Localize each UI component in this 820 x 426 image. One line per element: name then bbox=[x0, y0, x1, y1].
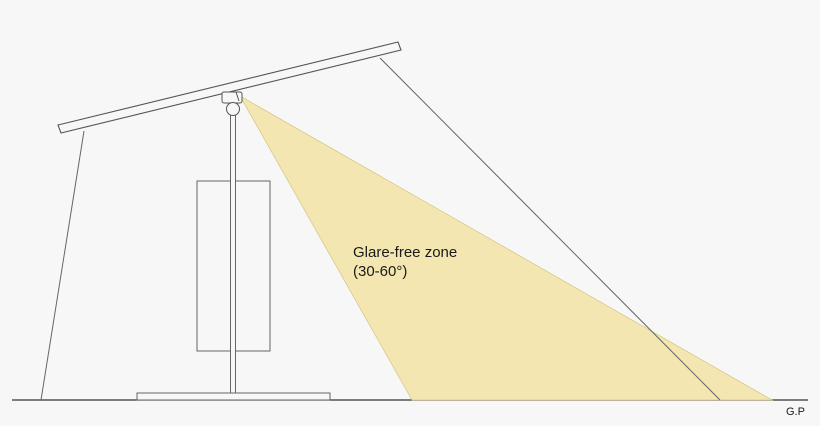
tilted-panel bbox=[57, 41, 402, 134]
luminaire bbox=[221, 91, 243, 116]
zone-label-line1: Glare-free zone bbox=[353, 244, 457, 261]
pole-base bbox=[136, 392, 331, 401]
zone-label-line2: (30-60°) bbox=[353, 263, 407, 280]
ground-plane-label: G.P bbox=[786, 406, 805, 418]
glare-free-zone bbox=[238, 94, 774, 401]
left-wall-line bbox=[40, 130, 85, 401]
reflection-line bbox=[379, 57, 721, 401]
pole bbox=[230, 109, 236, 394]
